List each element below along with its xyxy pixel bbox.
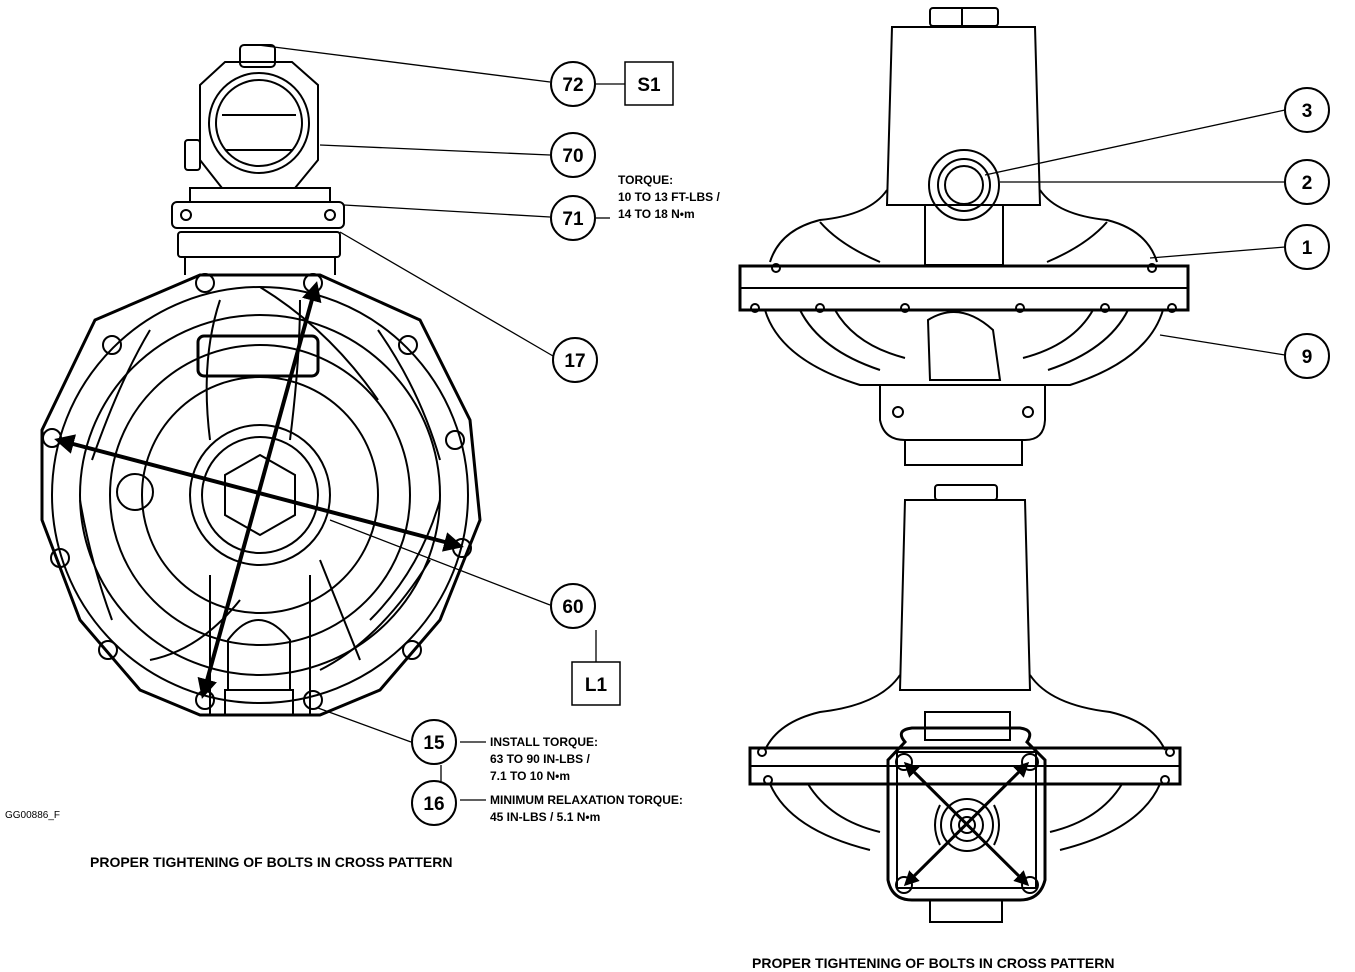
kit-box-l1-label: L1	[585, 675, 608, 696]
install-torque-title: INSTALL TORQUE:	[490, 735, 598, 749]
callout-60: 60	[550, 583, 596, 629]
callout-72-label: 72	[562, 75, 583, 96]
callout-3-label: 3	[1302, 101, 1313, 122]
bottom-view-cross-arrows	[903, 761, 1030, 887]
callout-71-label: 71	[562, 209, 584, 230]
front-view-cross-arrows	[54, 281, 464, 699]
relaxation-torque-title: MINIMUM RELAXATION TORQUE:	[490, 793, 683, 807]
caption-right: PROPER TIGHTENING OF BOLTS IN CROSS PATT…	[752, 955, 1114, 971]
install-torque-line2: 7.1 TO 10 N•m	[490, 769, 570, 783]
callout-2: 2	[1284, 159, 1330, 205]
callout-70: 70	[550, 132, 596, 178]
kit-box-l1: L1	[571, 661, 621, 706]
side-view-drawing	[738, 7, 1190, 466]
install-torque-note: INSTALL TORQUE: 63 TO 90 IN-LBS / 7.1 TO…	[490, 735, 598, 783]
torque-note: TORQUE: 10 TO 13 FT-LBS / 14 TO 18 N•m	[618, 173, 720, 221]
install-torque-line1: 63 TO 90 IN-LBS /	[490, 752, 590, 766]
caption-left: PROPER TIGHTENING OF BOLTS IN CROSS PATT…	[90, 854, 452, 870]
torque-note-line1: 10 TO 13 FT-LBS /	[618, 190, 720, 204]
callout-3: 3	[1284, 87, 1330, 133]
torque-note-title: TORQUE:	[618, 173, 673, 187]
callout-2-label: 2	[1302, 173, 1313, 194]
drawing-code: GG00886_F	[5, 810, 60, 821]
callout-9-label: 9	[1302, 347, 1313, 368]
relaxation-torque-line1: 45 IN-LBS / 5.1 N•m	[490, 810, 600, 824]
leader-lines	[257, 44, 1286, 801]
callout-70-label: 70	[562, 146, 583, 167]
callout-60-label: 60	[562, 597, 583, 618]
callout-17: 17	[552, 337, 598, 383]
callout-15-label: 15	[423, 733, 445, 754]
callout-9: 9	[1284, 333, 1330, 379]
callout-71: 71	[550, 195, 596, 241]
callout-1: 1	[1284, 224, 1330, 270]
callout-16-label: 16	[423, 794, 444, 815]
callout-15: 15	[411, 719, 457, 765]
kit-box-s1-label: S1	[637, 75, 661, 96]
callout-72: 72	[550, 61, 596, 107]
callout-17-label: 17	[564, 351, 585, 372]
kit-box-s1: S1	[624, 61, 674, 106]
torque-note-line2: 14 TO 18 N•m	[618, 207, 695, 221]
callout-16: 16	[411, 780, 457, 826]
callout-1-label: 1	[1302, 238, 1313, 259]
front-view-drawing	[40, 44, 482, 717]
bottom-view-drawing	[748, 484, 1182, 923]
relaxation-torque-note: MINIMUM RELAXATION TORQUE: 45 IN-LBS / 5…	[490, 793, 683, 824]
